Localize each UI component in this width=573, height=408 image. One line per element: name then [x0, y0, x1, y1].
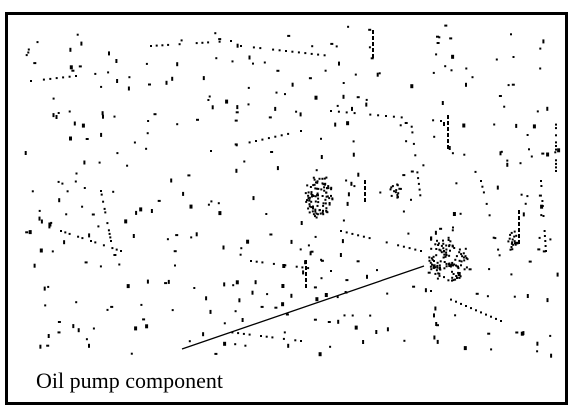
oil-pump-detail — [304, 176, 519, 282]
leader-line — [181, 265, 425, 350]
callout-label: Oil pump component — [36, 368, 223, 393]
engine-sketch-speckles — [24, 24, 561, 358]
figure-frame — [5, 12, 568, 405]
